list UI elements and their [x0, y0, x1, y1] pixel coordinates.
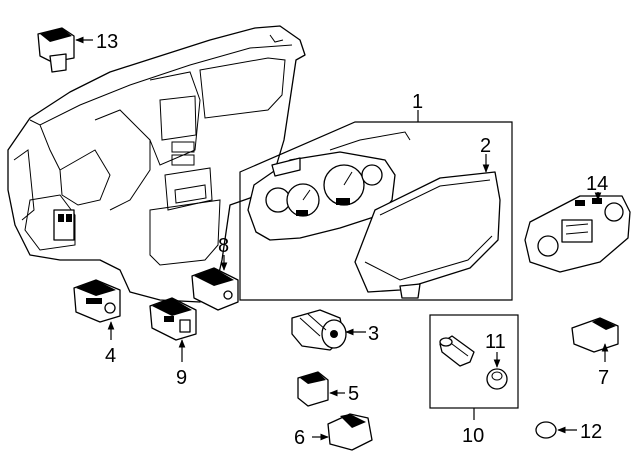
part-8-switch	[191, 267, 239, 311]
callout-8: 8	[218, 235, 229, 257]
part-6-bezel	[327, 413, 373, 451]
callout-labels: 13 1 2 14 8 4 9 3 5 6 11 10 7 12	[96, 31, 609, 449]
part-12-cap	[535, 421, 557, 439]
callout-5: 5	[348, 383, 359, 405]
callout-1: 1	[412, 91, 423, 113]
leader-lines	[75, 36, 609, 441]
callout-11: 11	[485, 331, 506, 353]
part-2-cluster-lens	[354, 171, 501, 299]
part-10-bulb-socket	[439, 335, 475, 367]
part-7-switch	[571, 317, 619, 353]
callout-7: 7	[598, 367, 609, 389]
part-1-group-box	[239, 121, 513, 301]
callout-12: 12	[580, 421, 602, 443]
part-3-ignition-switch	[291, 309, 347, 351]
callout-10: 10	[462, 425, 484, 447]
callout-13: 13	[96, 31, 118, 53]
part-1-instrument-cluster	[247, 131, 411, 241]
callout-6: 6	[294, 427, 305, 449]
part-4-switch	[73, 279, 121, 323]
instrument-panel-drawing	[7, 25, 306, 303]
part-5-switch	[297, 371, 329, 407]
part-9-switch	[149, 297, 197, 341]
part-10-group-box	[429, 314, 519, 409]
callout-2: 2	[480, 135, 491, 157]
callout-9: 9	[176, 367, 187, 389]
part-11-bulb	[486, 368, 508, 390]
callout-4: 4	[105, 345, 116, 367]
callout-14: 14	[586, 173, 608, 195]
part-14-climate-control	[524, 195, 631, 273]
part-13-switch	[37, 27, 75, 73]
callout-3: 3	[368, 323, 379, 345]
